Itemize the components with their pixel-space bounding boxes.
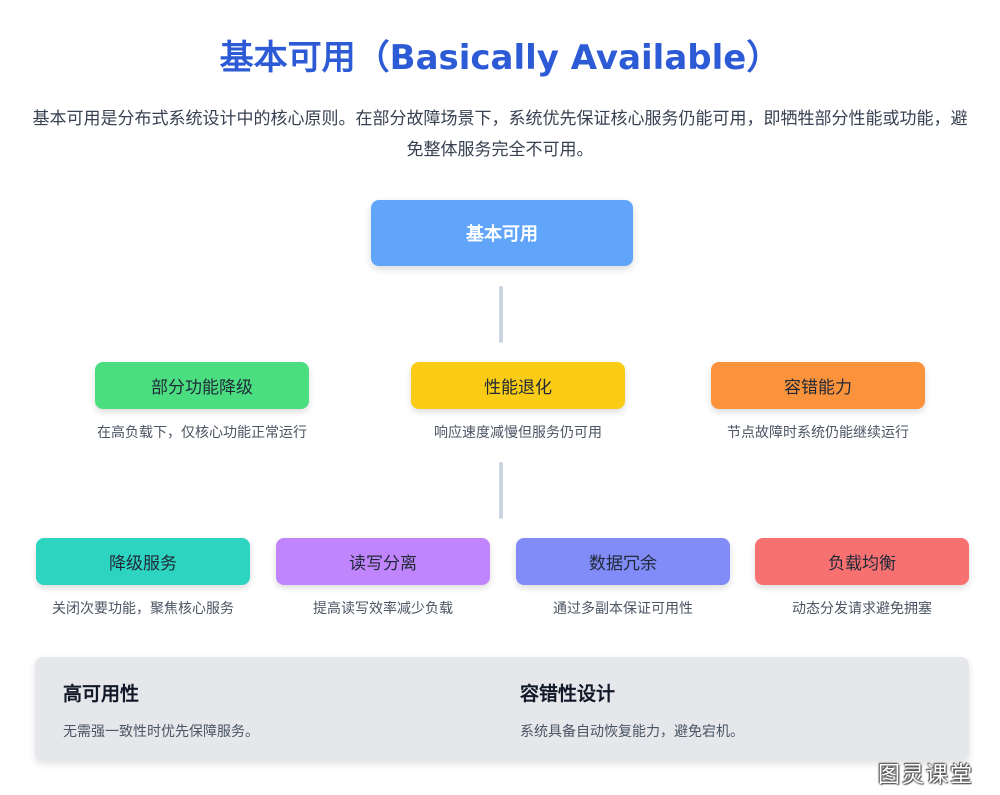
node-partial-degradation: 部分功能降级 bbox=[95, 362, 309, 409]
node-label: 负载均衡 bbox=[828, 554, 896, 574]
node-caption: 通过多副本保证可用性 bbox=[553, 601, 693, 617]
node-fault-tolerance: 容错能力 bbox=[711, 362, 925, 409]
node-degraded-service: 降级服务 bbox=[36, 538, 250, 585]
page-description: 基本可用是分布式系统设计中的核心原则。在部分故障场景下，系统优先保证核心服务仍能… bbox=[32, 109, 968, 160]
summary-text-fault-tolerance: 系统具备自动恢复能力，避免宕机。 bbox=[520, 724, 744, 740]
node-label: 数据冗余 bbox=[589, 554, 657, 574]
connector-level1-to-level2 bbox=[499, 462, 503, 519]
summary-title-fault-tolerance: 容错性设计 bbox=[520, 683, 616, 705]
node-label: 降级服务 bbox=[109, 554, 177, 574]
node-caption: 在高负载下，仅核心功能正常运行 bbox=[97, 425, 307, 441]
connector-root-to-level1 bbox=[499, 286, 503, 343]
root-node-label: 基本可用 bbox=[466, 224, 538, 245]
node-performance-degradation: 性能退化 bbox=[411, 362, 625, 409]
node-caption: 响应速度减慢但服务仍可用 bbox=[434, 425, 602, 441]
root-node: 基本可用 bbox=[371, 200, 633, 266]
node-load-balancing: 负载均衡 bbox=[755, 538, 969, 585]
watermark: 图灵课堂 bbox=[878, 763, 975, 788]
node-caption: 提高读写效率减少负载 bbox=[313, 601, 453, 617]
summary-text-high-availability: 无需强一致性时优先保障服务。 bbox=[63, 724, 259, 740]
node-caption: 节点故障时系统仍能继续运行 bbox=[727, 425, 909, 441]
node-label: 读写分离 bbox=[349, 554, 417, 574]
node-caption: 关闭次要功能，聚焦核心服务 bbox=[52, 601, 234, 617]
page-title: 基本可用（Basically Available） bbox=[219, 38, 781, 78]
node-data-redundancy: 数据冗余 bbox=[516, 538, 730, 585]
summary-panel: 高可用性 无需强一致性时优先保障服务。 容错性设计 系统具备自动恢复能力，避免宕… bbox=[35, 657, 969, 761]
node-label: 性能退化 bbox=[484, 378, 552, 398]
node-label: 部分功能降级 bbox=[151, 378, 253, 398]
summary-title-high-availability: 高可用性 bbox=[63, 683, 140, 705]
node-caption: 动态分发请求避免拥塞 bbox=[792, 601, 932, 617]
node-read-write-split: 读写分离 bbox=[276, 538, 490, 585]
node-label: 容错能力 bbox=[784, 378, 852, 398]
